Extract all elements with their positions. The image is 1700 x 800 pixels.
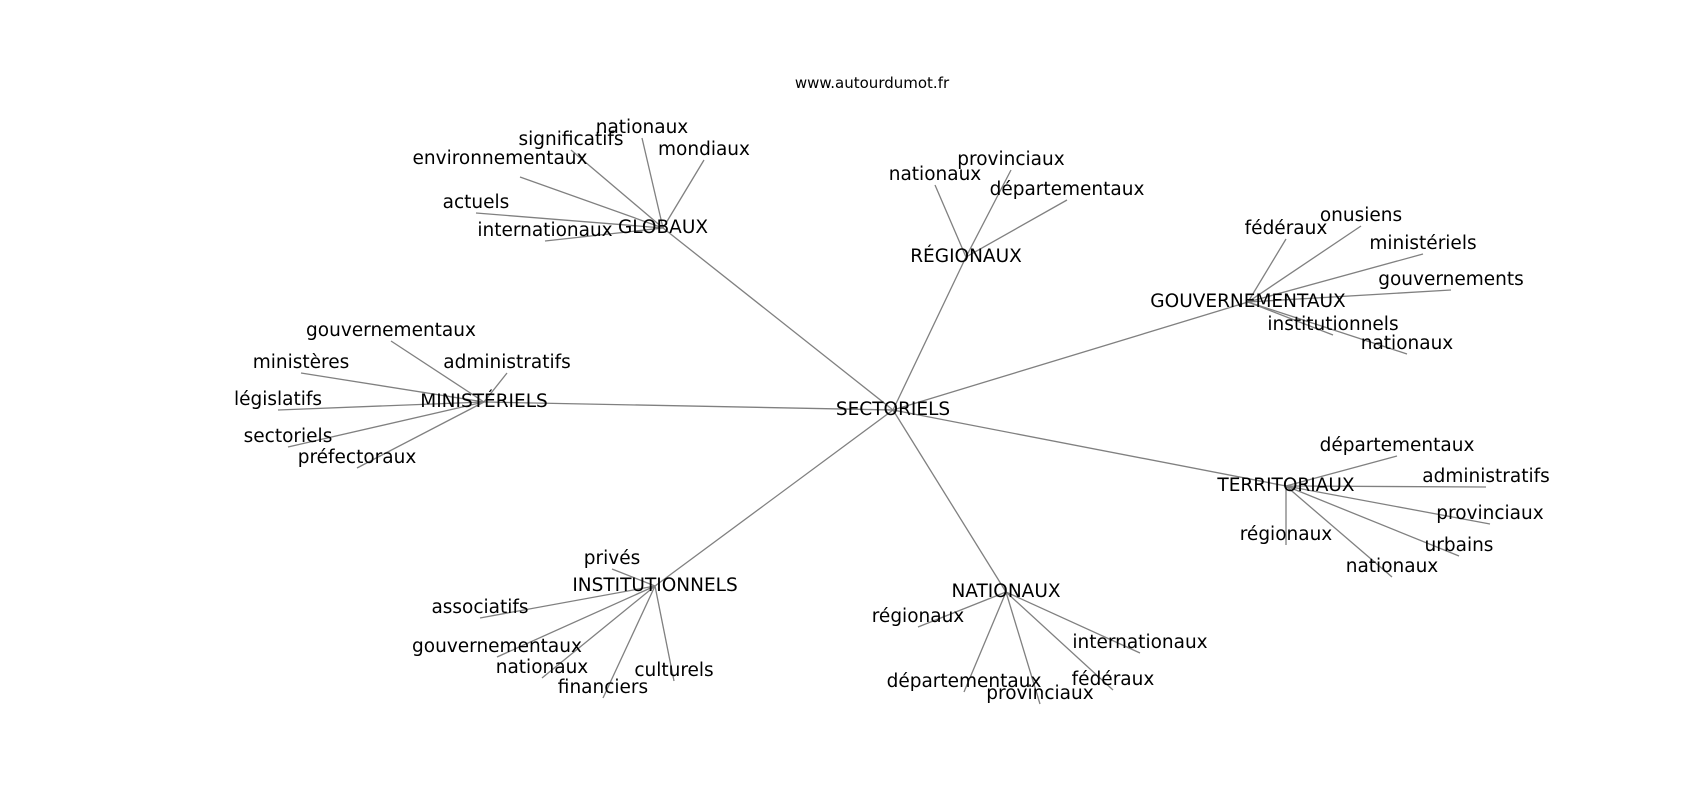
edge-institutionnels-culturels <box>654 585 675 682</box>
edge-territoriaux-nationaux <box>1285 485 1393 578</box>
node-leaf-ministeriels-sectoriels: sectoriels <box>244 426 333 447</box>
node-leaf-ministeriels-ministeres: ministères <box>253 352 350 373</box>
edge-regionaux-nationaux <box>934 184 967 258</box>
edge-globaux-mondiaux <box>662 159 705 229</box>
edge-root-regionaux <box>892 256 967 411</box>
edge-nationaux-internationaux <box>1005 591 1141 654</box>
node-leaf-territoriaux-administratifs: administratifs <box>1422 466 1550 487</box>
node-leaf-gouvernementaux-nationaux: nationaux <box>1361 333 1454 354</box>
node-leaf-institutionnels-culturels: culturels <box>634 660 713 681</box>
node-leaf-nationaux-internationaux: internationaux <box>1072 632 1207 653</box>
edge-ministeriels-gouvernementaux <box>390 340 485 403</box>
edge-gouvernementaux-federaux <box>1247 238 1287 303</box>
edge-nationaux-federaux <box>1005 591 1114 691</box>
edge-territoriaux-urbains <box>1285 485 1460 557</box>
node-leaf-globaux-internationaux: internationaux <box>477 220 612 241</box>
edge-globaux-internationaux <box>544 227 664 242</box>
edge-gouvernementaux-gouvernements <box>1247 289 1452 303</box>
edge-ministeriels-ministeres <box>300 372 485 403</box>
edge-ministeriels-prefectoraux <box>356 401 485 469</box>
node-leaf-regionaux-provinciaux: provinciaux <box>957 149 1064 170</box>
node-leaf-institutionnels-prives: privés <box>584 548 640 569</box>
edge-root-institutionnels <box>654 409 894 587</box>
node-group-territoriaux: TERRITORIAUX <box>1216 475 1355 496</box>
node-root-sectoriels: SECTORIELS <box>836 399 950 420</box>
edge-gouvernementaux-institutionnels <box>1247 301 1334 336</box>
node-leaf-globaux-significatifs: significatifs <box>518 129 623 150</box>
edge-gouvernementaux-onusiens <box>1247 225 1362 303</box>
edge-globaux-environnementaux <box>519 176 664 229</box>
node-group-ministeriels: MINISTÉRIELS <box>420 390 548 412</box>
node-leaf-nationaux-provinciaux: provinciaux <box>986 683 1093 704</box>
edge-institutionnels-gouvernementaux <box>496 585 656 658</box>
edge-nationaux-departementaux <box>963 591 1007 693</box>
edge-regionaux-provinciaux <box>965 169 1012 258</box>
edges-layer <box>277 137 1491 705</box>
node-leaf-globaux-actuels: actuels <box>443 192 510 213</box>
node-group-regionaux: RÉGIONAUX <box>910 245 1022 267</box>
edge-root-nationaux <box>892 409 1007 593</box>
node-leaf-globaux-environnementaux: environnementaux <box>413 148 588 169</box>
node-leaf-ministeriels-legislatifs: législatifs <box>234 389 322 410</box>
edge-institutionnels-nationaux <box>541 585 656 679</box>
node-leaf-territoriaux-departementaux: départementaux <box>1320 435 1475 456</box>
node-leaf-nationaux-regionaux: régionaux <box>872 606 965 627</box>
edge-ministeriels-administratifs <box>483 372 508 403</box>
node-leaf-nationaux-departementaux: départementaux <box>887 671 1042 692</box>
edge-root-ministeriels <box>483 401 894 411</box>
edge-globaux-significatifs <box>570 149 664 229</box>
edge-institutionnels-prives <box>611 568 656 587</box>
node-leaf-gouvernementaux-ministeriels: ministériels <box>1369 233 1476 254</box>
node-leaf-territoriaux-urbains: urbains <box>1425 535 1494 556</box>
edge-regionaux-departementaux <box>965 199 1068 258</box>
edge-root-gouvernementaux <box>892 301 1249 411</box>
edge-nationaux-provinciaux <box>1005 591 1041 705</box>
edge-territoriaux-provinciaux <box>1285 485 1491 525</box>
node-leaf-regionaux-departementaux: départementaux <box>990 179 1145 200</box>
edge-gouvernementaux-nationaux <box>1247 301 1408 355</box>
edge-territoriaux-departementaux <box>1285 455 1398 487</box>
node-leaf-globaux-mondiaux: mondiaux <box>658 139 750 160</box>
node-leaf-gouvernementaux-gouvernements: gouvernements <box>1378 269 1524 290</box>
node-leaf-gouvernementaux-federaux: fédéraux <box>1245 218 1328 239</box>
edge-root-territoriaux <box>892 409 1287 487</box>
edge-globaux-actuels <box>475 212 664 229</box>
node-leaf-globaux-nationaux: nationaux <box>596 117 689 138</box>
node-group-globaux: GLOBAUX <box>618 217 708 238</box>
edge-institutionnels-associatifs <box>479 585 656 619</box>
node-leaf-nationaux-federaux: fédéraux <box>1072 669 1155 690</box>
node-leaf-territoriaux-provinciaux: provinciaux <box>1436 503 1543 524</box>
node-leaf-gouvernementaux-institutionnels: institutionnels <box>1267 314 1398 335</box>
edge-institutionnels-financiers <box>602 585 656 699</box>
node-leaf-institutionnels-financiers: financiers <box>558 677 648 698</box>
node-leaf-gouvernementaux-onusiens: onusiens <box>1320 205 1402 226</box>
node-leaf-institutionnels-associatifs: associatifs <box>431 597 528 618</box>
site-watermark: www.autourdumot.fr <box>795 74 950 92</box>
node-leaf-institutionnels-nationaux: nationaux <box>496 657 589 678</box>
node-leaf-ministeriels-prefectoraux: préfectoraux <box>298 447 417 468</box>
edge-ministeriels-sectoriels <box>287 401 485 448</box>
edge-gouvernementaux-ministeriels <box>1247 253 1424 303</box>
node-leaf-ministeriels-administratifs: administratifs <box>443 352 571 373</box>
edge-ministeriels-legislatifs <box>277 401 485 411</box>
node-leaf-ministeriels-gouvernementaux: gouvernementaux <box>306 320 476 341</box>
node-leaf-territoriaux-nationaux: nationaux <box>1346 556 1439 577</box>
edge-territoriaux-administratifs <box>1285 485 1487 488</box>
edge-globaux-nationaux <box>641 137 664 229</box>
node-leaf-regionaux-nationaux: nationaux <box>889 164 982 185</box>
node-leaf-institutionnels-gouvernementaux: gouvernementaux <box>412 636 582 657</box>
node-group-nationaux: NATIONAUX <box>951 581 1060 602</box>
node-group-institutionnels: INSTITUTIONNELS <box>572 575 737 596</box>
node-leaf-territoriaux-regionaux: régionaux <box>1240 524 1333 545</box>
node-group-gouvernementaux: GOUVERNEMENTAUX <box>1150 291 1346 312</box>
edge-root-globaux <box>662 227 894 411</box>
edge-nationaux-regionaux <box>917 591 1007 628</box>
